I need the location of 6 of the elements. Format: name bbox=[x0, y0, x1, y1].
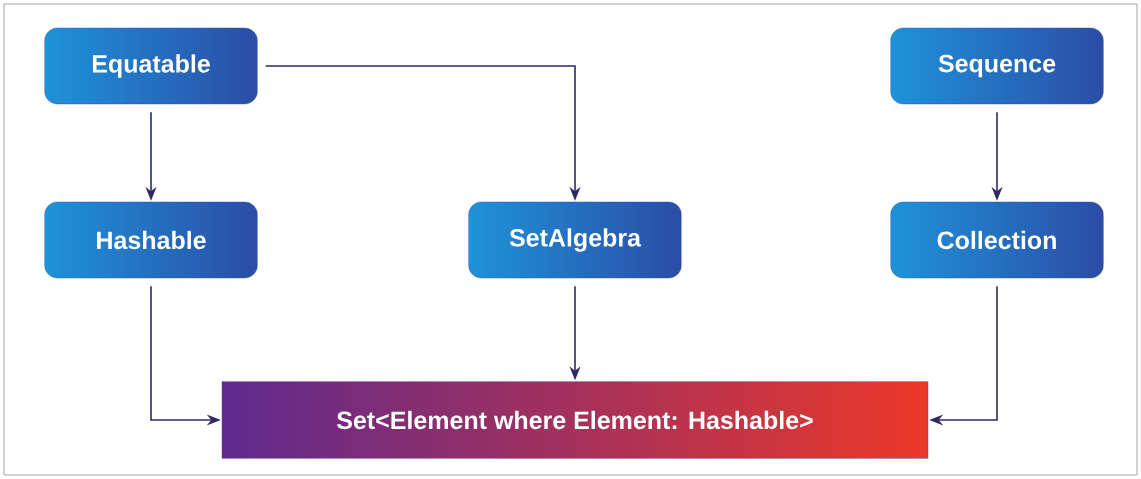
protocol-box: SetAlgebra bbox=[468, 201, 682, 279]
protocol-box: Sequence bbox=[890, 27, 1104, 105]
type-box: Set<Element where Element: Hashable> bbox=[221, 381, 929, 459]
protocol-box: Hashable bbox=[44, 201, 258, 279]
protocol-box: Collection bbox=[890, 201, 1104, 279]
protocol-box: Equatable bbox=[44, 27, 258, 105]
